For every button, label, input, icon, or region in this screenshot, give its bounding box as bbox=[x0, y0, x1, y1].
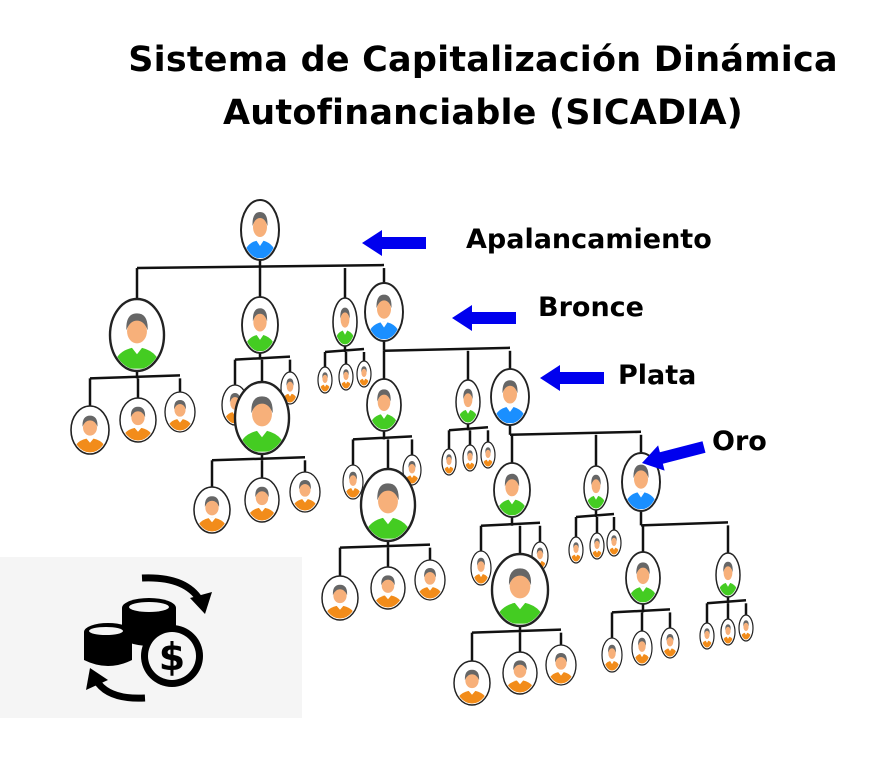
avatar-recruit-icon bbox=[453, 660, 491, 706]
connector-line bbox=[509, 430, 642, 437]
avatar-recruit-icon bbox=[631, 630, 653, 666]
avatar-member-icon bbox=[490, 552, 550, 628]
avatar-recruit-icon bbox=[289, 471, 321, 513]
avatar-leader-icon bbox=[490, 368, 530, 426]
connector-line bbox=[471, 628, 562, 634]
avatar-member-icon bbox=[493, 462, 531, 518]
level-label-bronce: Bronce bbox=[538, 292, 644, 323]
connector-line bbox=[575, 512, 615, 519]
avatar-recruit-icon bbox=[317, 366, 333, 394]
avatar-recruit-icon bbox=[164, 391, 196, 433]
connector-line bbox=[383, 346, 511, 353]
avatar-recruit-icon bbox=[502, 651, 538, 695]
level-label-apalancamiento: Apalancamiento bbox=[466, 224, 712, 255]
svg-text:$: $ bbox=[159, 635, 185, 679]
avatar-recruit-icon bbox=[606, 529, 622, 557]
avatar-recruit-icon bbox=[321, 575, 359, 621]
avatar-recruit-icon bbox=[601, 637, 623, 673]
avatar-member-icon bbox=[625, 551, 661, 605]
avatar-recruit-icon bbox=[699, 622, 715, 650]
avatar-recruit-icon bbox=[338, 363, 354, 391]
avatar-recruit-icon bbox=[720, 618, 736, 646]
level-label-oro: Oro bbox=[712, 426, 767, 457]
connector-line bbox=[706, 599, 747, 605]
connector-line bbox=[89, 374, 181, 380]
avatar-recruit-icon bbox=[244, 477, 280, 523]
avatar-recruit-icon bbox=[342, 464, 364, 500]
connector-line bbox=[448, 426, 489, 432]
title-line-2: Autofinanciable (SICADIA) bbox=[223, 93, 743, 133]
avatar-recruit-icon bbox=[441, 448, 457, 476]
arrow-left-icon bbox=[642, 441, 706, 471]
avatar-recruit-icon bbox=[356, 360, 372, 388]
arrow-left-icon bbox=[452, 305, 516, 331]
avatar-member-icon bbox=[108, 297, 166, 373]
connector-line bbox=[640, 521, 729, 527]
avatar-member-icon bbox=[455, 379, 481, 425]
avatar-recruit-icon bbox=[414, 559, 446, 601]
arrow-left-icon bbox=[362, 230, 426, 256]
connector-lines bbox=[88, 260, 748, 661]
connector-line bbox=[352, 435, 413, 441]
avatar-member-icon bbox=[583, 465, 609, 511]
connector-line bbox=[234, 355, 291, 361]
avatar-recruit-icon bbox=[568, 536, 584, 564]
avatar-recruit-icon bbox=[193, 486, 231, 534]
avatar-recruit-icon bbox=[370, 566, 406, 610]
level-label-plata: Plata bbox=[618, 360, 697, 391]
avatar-leader-icon bbox=[621, 452, 661, 512]
avatar-recruit-icon bbox=[738, 614, 754, 642]
avatar-member-icon bbox=[332, 297, 358, 347]
avatar-member-icon bbox=[359, 467, 417, 543]
arrow-left-icon bbox=[540, 365, 604, 391]
connector-line bbox=[324, 347, 365, 354]
avatar-member-icon bbox=[233, 380, 291, 456]
coins-exchange-panel: $ bbox=[0, 557, 302, 718]
avatar-recruit-icon bbox=[462, 444, 478, 472]
connector-line bbox=[611, 608, 671, 614]
connector-line bbox=[480, 521, 541, 527]
connector-line bbox=[136, 263, 385, 270]
avatar-leader-icon bbox=[240, 199, 280, 261]
avatar-member-icon bbox=[715, 552, 741, 598]
title-line-1: Sistema de Capitalización Dinámica bbox=[128, 40, 838, 80]
connector-line bbox=[211, 456, 306, 462]
avatar-member-icon bbox=[366, 378, 402, 432]
avatar-recruit-icon bbox=[119, 397, 157, 443]
avatar-leader-icon bbox=[364, 282, 404, 342]
coins-exchange-icon: $ bbox=[84, 574, 212, 702]
avatar-recruit-icon bbox=[660, 627, 680, 659]
connector-line bbox=[339, 543, 431, 549]
avatar-member-icon bbox=[241, 296, 279, 354]
avatar-recruit-icon bbox=[70, 405, 110, 455]
avatar-recruit-icon bbox=[589, 532, 605, 560]
avatar-recruit-icon bbox=[480, 441, 496, 469]
avatar-recruit-icon bbox=[545, 644, 577, 686]
avatar-recruit-icon bbox=[470, 550, 492, 586]
page-title: Sistema de Capitalización Dinámica Autof… bbox=[100, 34, 866, 140]
